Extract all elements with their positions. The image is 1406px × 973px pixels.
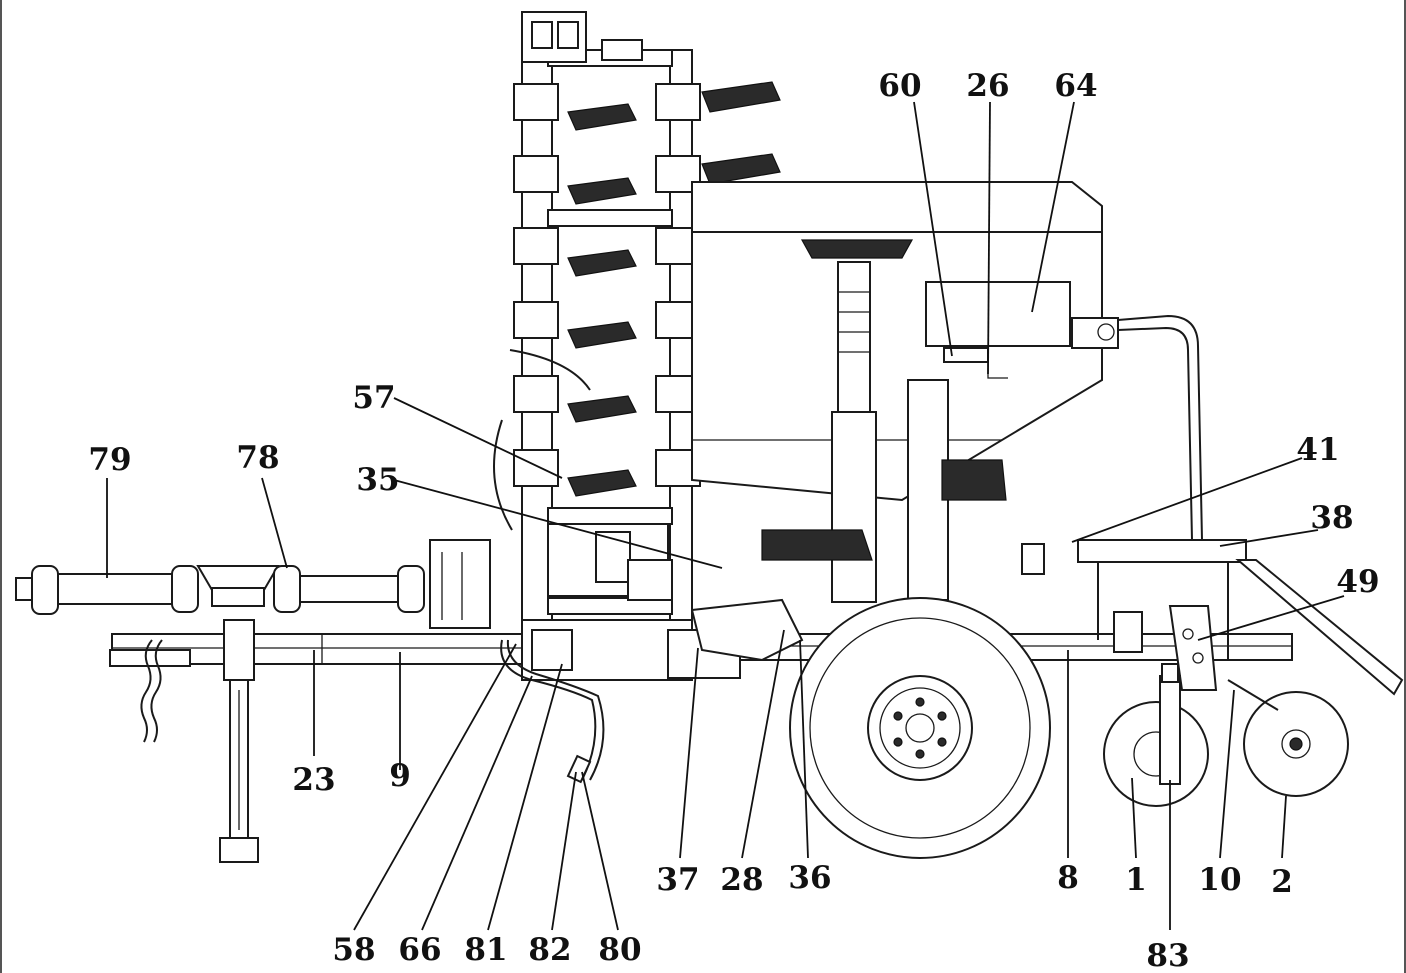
label-41: 41 [1296, 432, 1339, 468]
label-79: 79 [88, 442, 131, 478]
label-57: 57 [352, 380, 395, 416]
label-9: 9 [389, 758, 411, 794]
label-66: 66 [398, 932, 441, 968]
label-35: 35 [356, 462, 399, 498]
label-28: 28 [720, 862, 763, 898]
rear-box [1077, 539, 1404, 696]
label-80: 80 [598, 932, 641, 968]
label-83: 83 [1146, 938, 1189, 973]
label-26: 26 [966, 68, 1009, 104]
closing-assembly [1103, 605, 1349, 807]
label-37: 37 [656, 862, 699, 898]
label-64: 64 [1054, 68, 1097, 104]
label-36: 36 [788, 860, 831, 896]
label-82: 82 [528, 932, 571, 968]
pto-driveshaft [15, 539, 491, 629]
label-81: 81 [464, 932, 507, 968]
transport-wheel [789, 597, 1051, 859]
label-23: 23 [292, 762, 335, 798]
label-10: 10 [1198, 862, 1241, 898]
label-60: 60 [878, 68, 921, 104]
metering-tube [761, 239, 1045, 603]
label-78: 78 [236, 440, 279, 476]
leader-lines [106, 101, 1345, 931]
drawbar-frame [109, 619, 533, 863]
label-38: 38 [1310, 500, 1353, 536]
label-2: 2 [1271, 864, 1293, 900]
label-49: 49 [1336, 564, 1379, 600]
label-1: 1 [1125, 862, 1147, 898]
label-8: 8 [1057, 860, 1079, 896]
row-units-left [513, 83, 637, 497]
seed-hopper [691, 181, 1203, 541]
label-58: 58 [332, 932, 375, 968]
part-labels: 79 78 57 35 60 26 64 41 38 49 23 9 58 66… [88, 68, 1379, 973]
